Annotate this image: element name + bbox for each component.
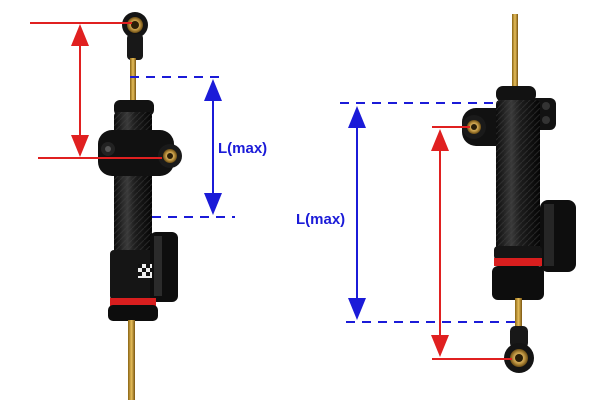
right-lower-shaft	[515, 298, 522, 332]
left-clamp	[98, 130, 182, 176]
right-upper-shaft	[512, 14, 518, 94]
left-travel-arrow	[30, 22, 162, 159]
left-dimension-arrow	[130, 76, 235, 218]
right-bottom-rod-end	[504, 326, 534, 373]
right-damper	[462, 14, 576, 373]
left-dimension-label: L(max)	[218, 140, 267, 157]
left-lower-shaft	[128, 320, 135, 400]
right-travel-arrow	[431, 126, 512, 360]
right-dimension-label: L(max)	[296, 211, 345, 228]
left-top-rod-end	[122, 12, 148, 60]
left-damper	[98, 12, 182, 400]
left-checker-logo	[138, 264, 152, 278]
right-dimension-arrow	[340, 102, 516, 323]
right-red-ring	[494, 258, 542, 266]
left-red-ring	[110, 298, 156, 306]
left-upper-shaft	[130, 58, 136, 104]
